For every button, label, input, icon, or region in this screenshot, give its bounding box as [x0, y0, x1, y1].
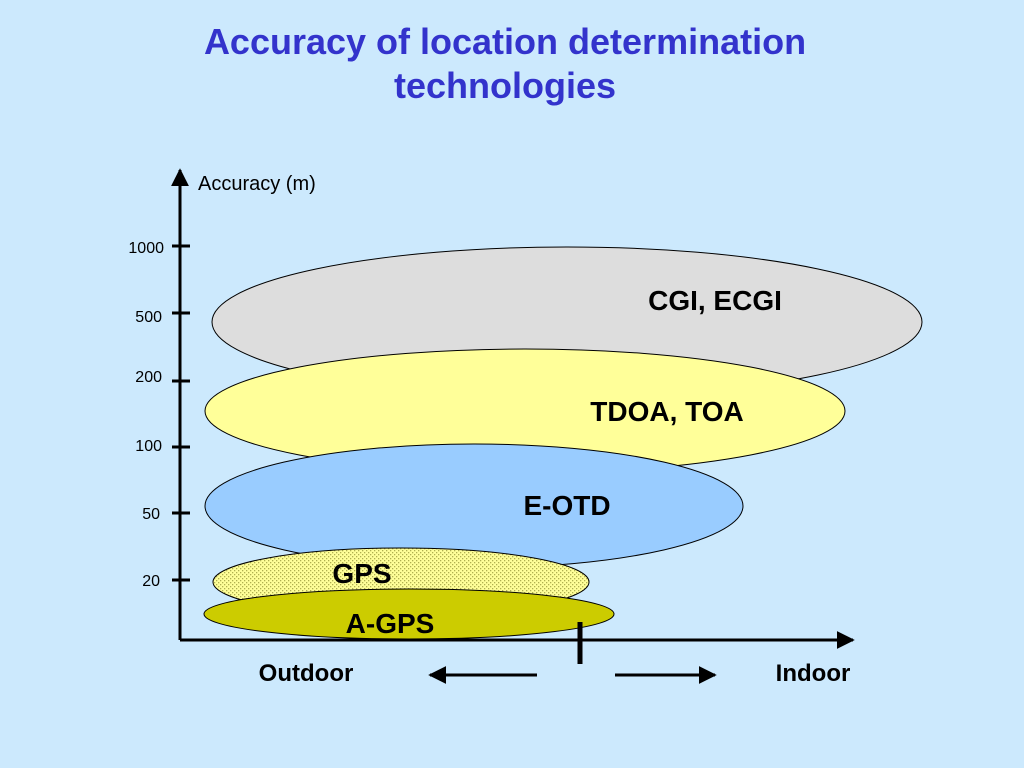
- tick-label-1000: 1000: [128, 240, 164, 257]
- a-gps-label: A-GPS: [346, 608, 435, 639]
- tick-label-200: 200: [135, 369, 162, 386]
- gps-label: GPS: [332, 558, 391, 589]
- y-axis-label: Accuracy (m): [198, 173, 316, 195]
- a-gps-ellipse: [203, 588, 615, 640]
- tick-label-50: 50: [142, 506, 160, 523]
- y-ticks: 1000 500 200 100 50 20: [128, 240, 190, 590]
- tick-label-20: 20: [142, 573, 160, 590]
- tick-label-100: 100: [135, 438, 162, 455]
- slide-title-line-2: technologies: [393, 65, 617, 106]
- cgi-ecgi-label: CGI, ECGI: [648, 285, 782, 316]
- indoor-label: Indoor: [776, 660, 851, 687]
- e-otd-label: E-OTD: [523, 490, 610, 521]
- slide-title: Accuracy of location determination techn…: [0, 20, 1010, 108]
- tick-label-500: 500: [135, 309, 162, 326]
- slide-title-line-1: Accuracy of location determination: [203, 21, 807, 62]
- outdoor-label: Outdoor: [259, 660, 354, 687]
- e-otd-ellipse: [204, 443, 744, 569]
- tdoa-toa-label: TDOA, TOA: [590, 396, 743, 427]
